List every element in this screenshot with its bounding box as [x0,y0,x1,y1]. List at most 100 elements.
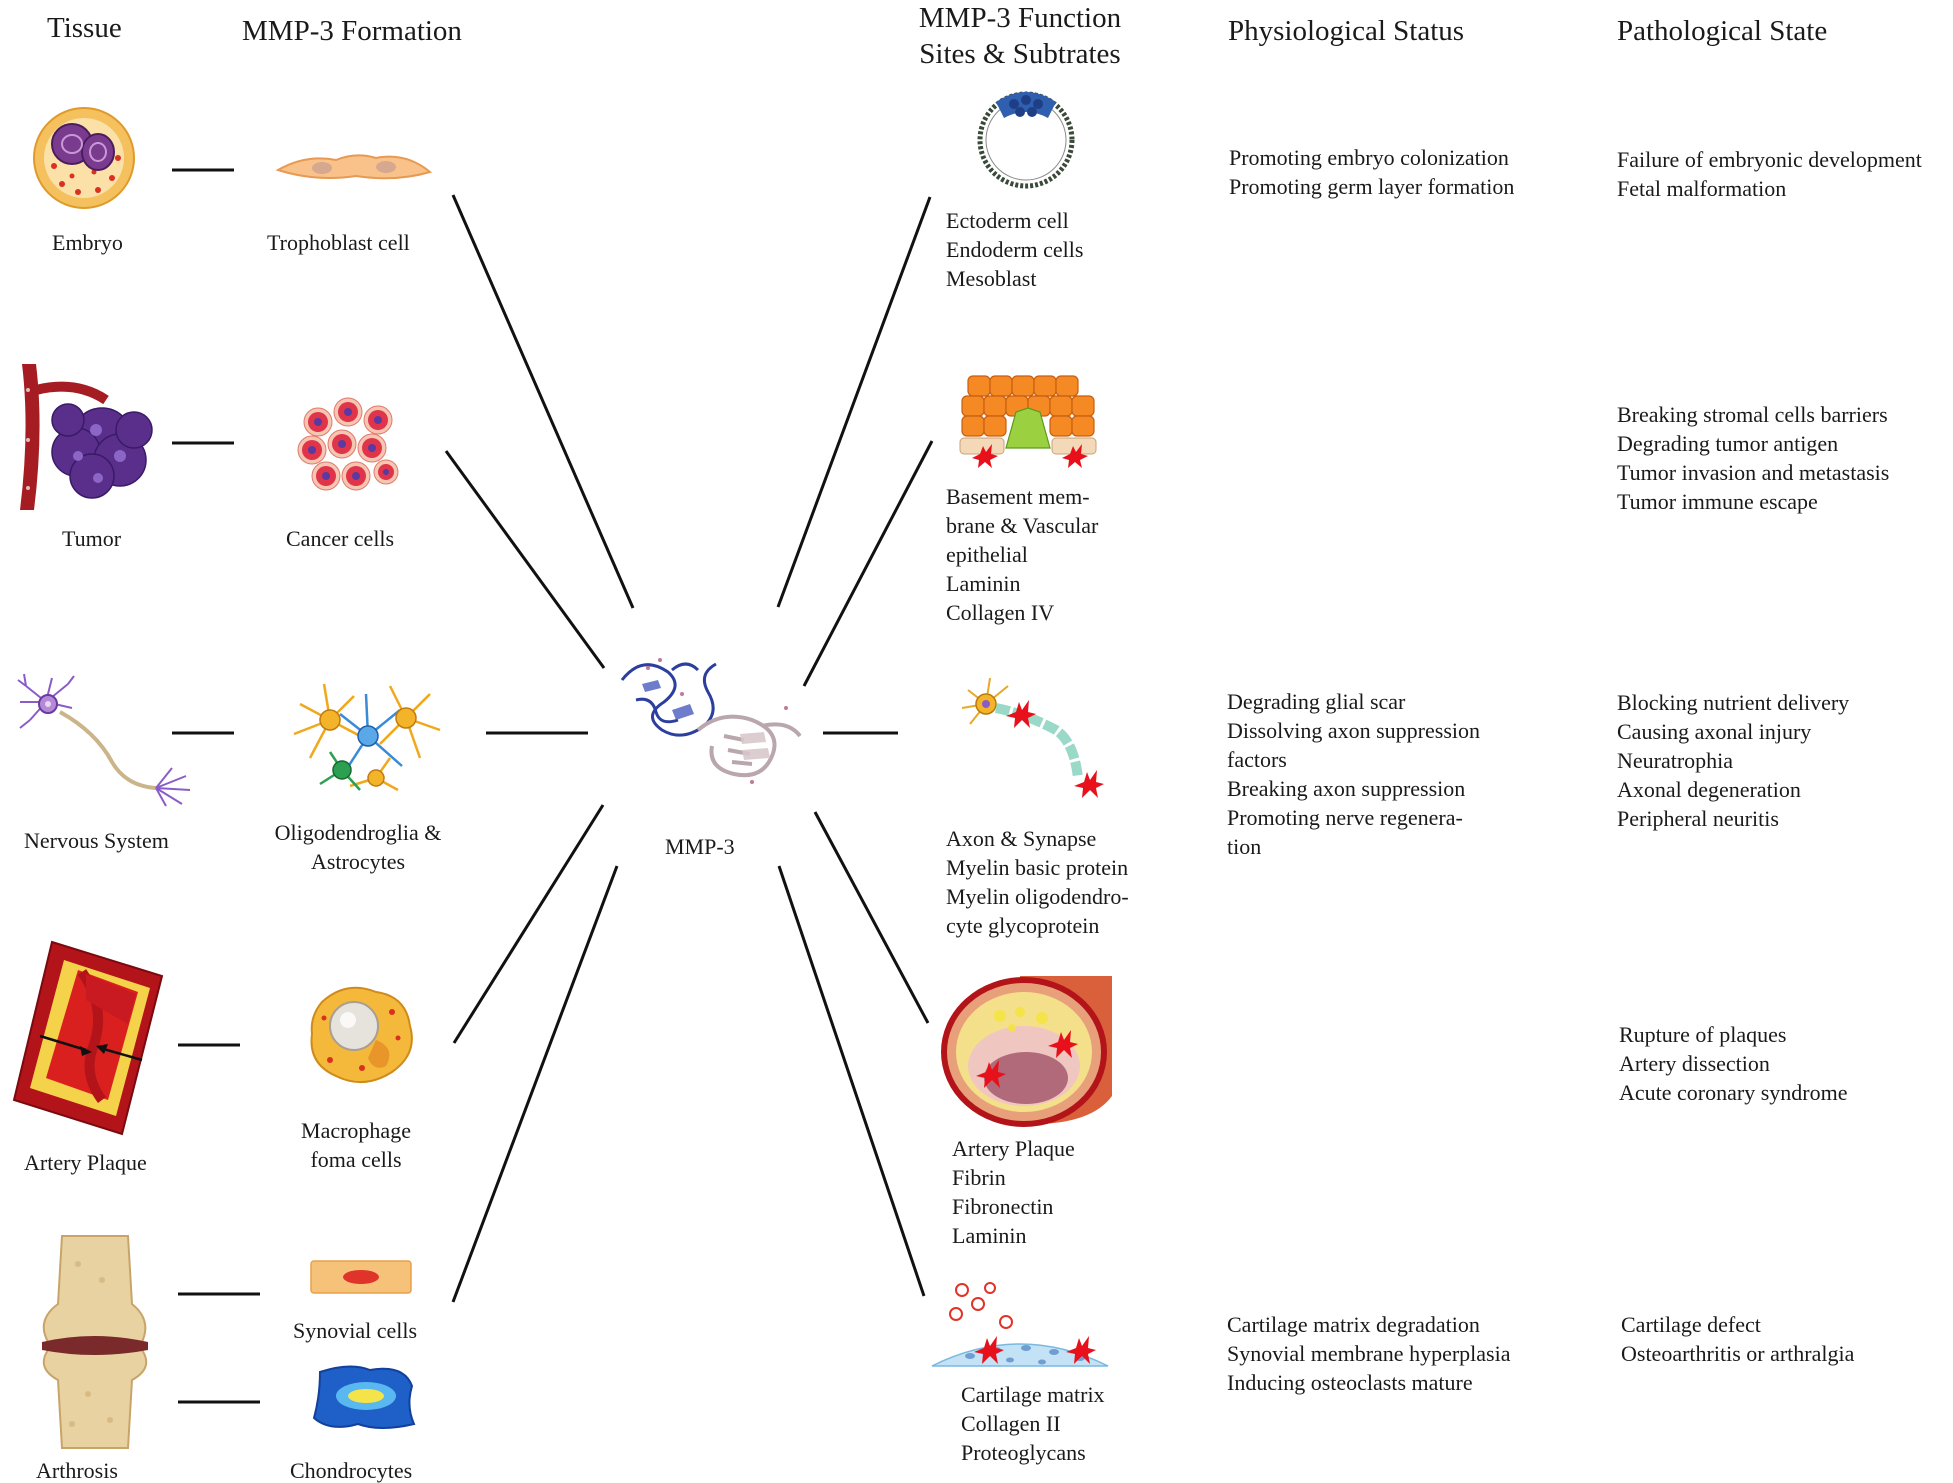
site-label: Endoderm cells [946,237,1084,262]
blastocyst-illustration [977,91,1075,189]
pathological-item: Artery dissection [1619,1051,1770,1076]
cell-label-trophoblast: Trophoblast cell [267,230,410,255]
left-spoke [451,194,635,609]
axon-synapse-illustration [961,677,1104,798]
tissue-label-tumor: Tumor [62,526,122,551]
site-label: Artery Plaque [952,1136,1075,1161]
site-labels-embryo: Ectoderm cell Endoderm cells Mesoblast [946,206,1083,293]
macrophage-illustration [310,986,413,1083]
header-function-line: Sites & Subtrates [919,38,1121,70]
physiological-nervous: Degrading glial scar Dissolving axon sup… [1227,687,1480,861]
site-label: Fibrin [952,1165,1006,1190]
site-label: brane & Vascular [946,513,1099,538]
physiological-item: Promoting embryo colonization [1229,145,1509,170]
pathological-item: Tumor immune escape [1617,489,1818,514]
pathological-nervous: Blocking nutrient delivery Causing axona… [1617,688,1849,833]
physiological-item: tion [1227,834,1262,859]
cell-label-line: foma cells [310,1147,402,1172]
physiological-item: Promoting germ layer formation [1229,174,1515,199]
basement-membrane-illustration [959,375,1097,468]
left-spoke [452,804,605,1044]
cell-label-line: Macrophage [301,1118,411,1143]
physiological-item: Inducing osteoclasts mature [1227,1370,1473,1395]
cancer-cells-illustration [297,397,399,491]
cell-label-synovial: Synovial cells [293,1318,418,1343]
pathological-item: Peripheral neuritis [1617,806,1779,831]
header-formation: MMP-3 Formation [242,15,462,47]
pathological-item: Causing axonal injury [1617,719,1812,744]
cell-label-chondrocyte: Chondrocytes [290,1458,413,1483]
neuron-illustration [17,673,191,807]
site-label: Collagen IV [946,600,1055,625]
site-label: epithelial [946,542,1028,567]
site-label: Collagen II [961,1411,1061,1436]
pathological-item: Blocking nutrient delivery [1617,690,1850,715]
cell-label-macrophage: Macrophage foma cells [256,1116,456,1174]
mmp3-protein-structure [620,658,802,784]
pathological-tumor: Breaking stromal cells barriers Degradin… [1617,400,1889,516]
pathological-item: Acute coronary syndrome [1619,1080,1848,1105]
pathological-item: Axonal degeneration [1617,777,1801,802]
site-label: Myelin oligodendro- [946,884,1129,909]
cartilage-matrix-illustration [931,1282,1109,1367]
cell-label-line: Astrocytes [310,849,406,874]
site-labels-arthrosis: Cartilage matrix Collagen II Proteoglyca… [961,1380,1105,1467]
tissue-label-nervous-system: Nervous System [24,828,169,853]
site-label: Axon & Synapse [946,826,1097,851]
site-label: Laminin [952,1223,1027,1248]
site-label: Fibronectin [952,1194,1054,1219]
left-spoke [444,450,606,669]
embryo-illustration [33,107,135,209]
site-label: Cartilage matrix [961,1382,1105,1407]
left-spoke [451,865,619,1303]
pathological-item: Degrading tumor antigen [1617,431,1839,456]
header-function: MMP-3 Function Sites & Subtrates [905,0,1135,72]
cell-label-glia: Oligodendroglia & Astrocytes [258,818,458,876]
pathological-item: Breaking stromal cells barriers [1617,402,1888,427]
physiological-item: Cartilage matrix degradation [1227,1312,1480,1337]
physiological-item: Dissolving axon suppression [1227,718,1480,743]
header-function-line: MMP-3 Function [918,2,1122,34]
physiological-item: Promoting nerve regenera- [1227,805,1463,830]
physiological-item: Breaking axon suppression [1227,776,1466,801]
site-label: Laminin [946,571,1021,596]
pathological-artery: Rupture of plaques Artery dissection Acu… [1619,1020,1847,1107]
right-spoke [802,440,934,687]
physiological-item: factors [1227,747,1287,772]
site-label: Proteoglycans [961,1440,1086,1465]
site-labels-tumor: Basement mem- brane & Vascular epithelia… [946,482,1098,627]
pathological-arthrosis: Cartilage defect Osteoarthritis or arthr… [1621,1310,1854,1368]
right-spoke [777,865,926,1297]
physiological-arthrosis: Cartilage matrix degradation Synovial me… [1227,1310,1510,1397]
physiological-embryo: Promoting embryo colonization Promoting … [1229,143,1514,201]
pathological-item: Tumor invasion and metastasis [1617,460,1890,485]
pathological-item: Failure of embryonic development [1617,147,1922,172]
tissue-label-arthrosis: Arthrosis [36,1458,118,1483]
pathological-embryo: Failure of embryonic development Fetal m… [1617,145,1922,203]
glia-illustration [293,683,441,792]
header-physiological: Physiological Status [1228,15,1465,47]
synovial-cell-illustration [310,1260,412,1294]
site-label: cyte glycoprotein [946,913,1100,938]
site-labels-nervous: Axon & Synapse Myelin basic protein Myel… [946,824,1129,940]
tissue-label-artery-plaque: Artery Plaque [24,1150,147,1175]
site-label: Ectoderm cell [946,208,1069,233]
physiological-item: Synovial membrane hyperplasia [1227,1341,1511,1366]
chondrocyte-illustration [312,1365,416,1429]
knee-joint-illustration [42,1235,148,1449]
pathological-item: Cartilage defect [1621,1312,1761,1337]
tissue-label-embryo: Embryo [52,230,123,255]
pathological-item: Neuratrophia [1617,748,1734,773]
trophoblast-cell-illustration [275,154,433,180]
site-label: Myelin basic protein [946,855,1129,880]
right-spoke [776,196,932,608]
cell-label-cancer: Cancer cells [286,526,395,551]
site-label: Basement mem- [946,484,1090,509]
header-pathological: Pathological State [1617,15,1828,47]
artery-plaque-illustration [12,940,164,1136]
right-spoke [813,811,930,1024]
header-tissue: Tissue [47,12,122,44]
pathological-item: Fetal malformation [1617,176,1787,201]
